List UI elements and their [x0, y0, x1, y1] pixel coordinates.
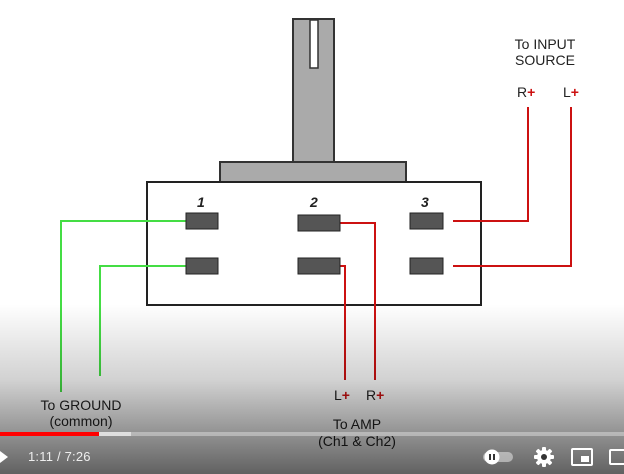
pin-3-pad-bottom [409, 257, 444, 275]
pin-3-pad-top [409, 212, 444, 230]
pot-bushing [219, 161, 407, 183]
theater-mode-icon[interactable] [608, 447, 624, 467]
play-icon[interactable] [0, 446, 10, 468]
time-display: 1:11 / 7:26 [28, 449, 91, 464]
progress-played [0, 432, 99, 436]
ground-label-line1: To GROUND [41, 397, 122, 413]
pin-number-2: 2 [309, 194, 318, 210]
settings-gear-icon[interactable] [533, 446, 555, 468]
pot-body [146, 181, 482, 306]
pin-2-pad-bottom [297, 257, 341, 275]
pin-2-pad-top [297, 214, 341, 232]
amp-label-line1: To AMP [333, 416, 381, 432]
input-l-label: L+ [563, 84, 579, 100]
input-wire-left [453, 107, 572, 267]
miniplayer-icon[interactable] [570, 447, 594, 467]
amp-l-label: L+ [334, 387, 350, 403]
ground-label-line2: (common) [49, 413, 112, 429]
amp-r-label: R+ [366, 387, 384, 403]
pot-shaft-slot [309, 19, 319, 69]
pin-number-3: 3 [421, 194, 429, 210]
player-controls: 1:11 / 7:26 [0, 440, 624, 474]
progress-bar[interactable] [0, 432, 624, 436]
input-source-label-line1: To INPUT [515, 36, 576, 52]
pin-number-1: 1 [197, 194, 205, 210]
autoplay-toggle-icon[interactable] [482, 449, 516, 465]
input-r-label: R+ [517, 84, 535, 100]
pin-1-pad-top [185, 212, 219, 230]
pin-1-pad-bottom [185, 257, 219, 275]
input-source-label-line2: SOURCE [515, 52, 575, 68]
input-wire-right [453, 107, 529, 222]
